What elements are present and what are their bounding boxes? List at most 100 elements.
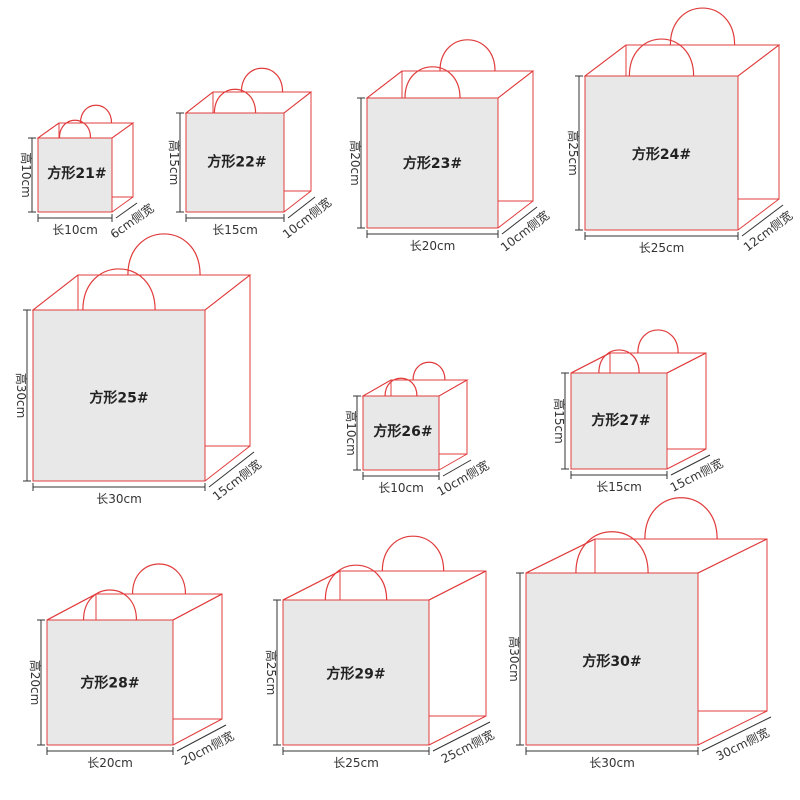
bag-8: 方形28# 长20cm 高20cm 20cm侧宽 xyxy=(28,563,236,770)
top-face xyxy=(282,570,487,601)
front-handle xyxy=(384,377,418,397)
front-handle xyxy=(213,88,257,114)
front-face xyxy=(570,372,668,470)
front-handle xyxy=(58,119,92,139)
height-label: 高30cm xyxy=(14,373,29,419)
front-handle xyxy=(82,589,138,621)
bag-label: 方形22# xyxy=(207,153,266,170)
bag-10: 方形30# 长30cm 高30cm 30cm侧宽 xyxy=(507,497,772,770)
back-handle xyxy=(439,39,496,72)
side-dimension-line xyxy=(208,451,255,488)
length-label: 长10cm xyxy=(52,223,98,237)
length-label: 长25cm xyxy=(639,241,685,255)
back-handle xyxy=(127,233,201,276)
front-handle xyxy=(82,268,156,311)
depth-edge xyxy=(697,710,768,746)
height-label: 高20cm xyxy=(28,660,43,706)
side-width-label: 10cm侧宽 xyxy=(279,194,334,241)
front-face xyxy=(584,75,739,231)
side-width-label: 10cm侧宽 xyxy=(434,457,491,499)
side-dimension-line xyxy=(741,204,784,237)
front-handle xyxy=(324,564,388,601)
side-dimension-line xyxy=(115,202,138,219)
top-face xyxy=(570,352,707,374)
height-label: 高25cm xyxy=(264,650,279,696)
front-handle xyxy=(598,349,640,374)
height-label: 高10cm xyxy=(344,410,359,456)
length-label: 长15cm xyxy=(596,480,642,494)
back-handle xyxy=(240,67,284,93)
bag-label: 方形29# xyxy=(326,665,385,682)
height-label: 高20cm xyxy=(348,140,363,186)
side-width-label: 20cm侧宽 xyxy=(178,728,236,768)
height-label: 高30cm xyxy=(507,636,522,682)
depth-edge xyxy=(283,190,312,213)
top-face xyxy=(525,538,768,574)
bag-label: 方形26# xyxy=(373,423,432,440)
length-label: 长30cm xyxy=(96,492,142,506)
top-face xyxy=(365,70,535,99)
length-label: 长20cm xyxy=(87,756,133,770)
front-face xyxy=(282,599,430,746)
bags-layer: 方形21#长10cm高10cm6cm侧宽方形22#长15cm高15cm10cm侧… xyxy=(14,7,795,770)
length-label: 长25cm xyxy=(333,756,379,770)
bag-label: 方形27# xyxy=(591,412,650,429)
front-handle xyxy=(575,531,649,574)
length-label: 长15cm xyxy=(212,223,258,237)
height-label: 高15cm xyxy=(552,398,567,444)
bag-7: 方形27# 长15cm 高15cm 15cm侧宽 xyxy=(552,329,725,495)
front-face xyxy=(185,112,285,213)
side-width-label: 15cm侧宽 xyxy=(667,455,725,495)
bag-label: 方形30# xyxy=(582,653,641,670)
bag-label: 方形23# xyxy=(403,155,462,172)
depth-edge xyxy=(497,200,534,229)
back-handle xyxy=(412,361,446,381)
top-face xyxy=(36,122,135,139)
side-dimension-line xyxy=(670,454,711,476)
bag-label: 方形25# xyxy=(89,389,148,406)
height-label: 高25cm xyxy=(566,130,581,176)
side-dimension-line xyxy=(176,724,227,752)
back-handle xyxy=(637,329,679,354)
length-label: 长10cm xyxy=(378,481,424,495)
back-handle xyxy=(644,497,718,540)
top-face xyxy=(31,274,252,311)
side-dimension-line xyxy=(287,196,316,219)
front-face xyxy=(32,309,206,482)
bag-2: 方形22# 长15cm 高15cm 10cm侧宽 xyxy=(167,67,334,242)
side-dimension-line xyxy=(432,721,491,752)
bag-label: 方形28# xyxy=(80,675,139,692)
bag-label: 方形21# xyxy=(47,165,106,182)
height-label: 高15cm xyxy=(167,140,182,186)
depth-edge xyxy=(204,445,251,482)
side-width-label: 25cm侧宽 xyxy=(438,727,496,766)
bag-label: 方形24# xyxy=(632,146,691,163)
side-dimension-line xyxy=(701,716,772,752)
back-handle xyxy=(131,563,187,595)
front-face xyxy=(37,137,113,213)
length-label: 长30cm xyxy=(589,756,635,770)
front-face xyxy=(362,395,440,471)
depth-edge xyxy=(666,448,707,470)
front-handle xyxy=(404,66,461,99)
side-dimension-line xyxy=(442,459,472,477)
depth-edge xyxy=(111,196,134,213)
bag-6: 方形26# 长10cm 高10cm 10cm侧宽 xyxy=(344,361,491,499)
top-face xyxy=(583,44,781,77)
back-handle xyxy=(79,104,113,124)
depth-edge xyxy=(438,453,468,471)
back-handle xyxy=(381,535,445,572)
depth-edge xyxy=(172,718,223,746)
top-face xyxy=(184,91,313,114)
side-width-label: 30cm侧宽 xyxy=(713,725,771,764)
bag-9: 方形29# 长25cm 高25cm 25cm侧宽 xyxy=(264,535,497,770)
depth-edge xyxy=(428,715,487,746)
front-face xyxy=(46,619,174,746)
top-face xyxy=(46,593,223,621)
height-label: 高10cm xyxy=(19,152,34,198)
